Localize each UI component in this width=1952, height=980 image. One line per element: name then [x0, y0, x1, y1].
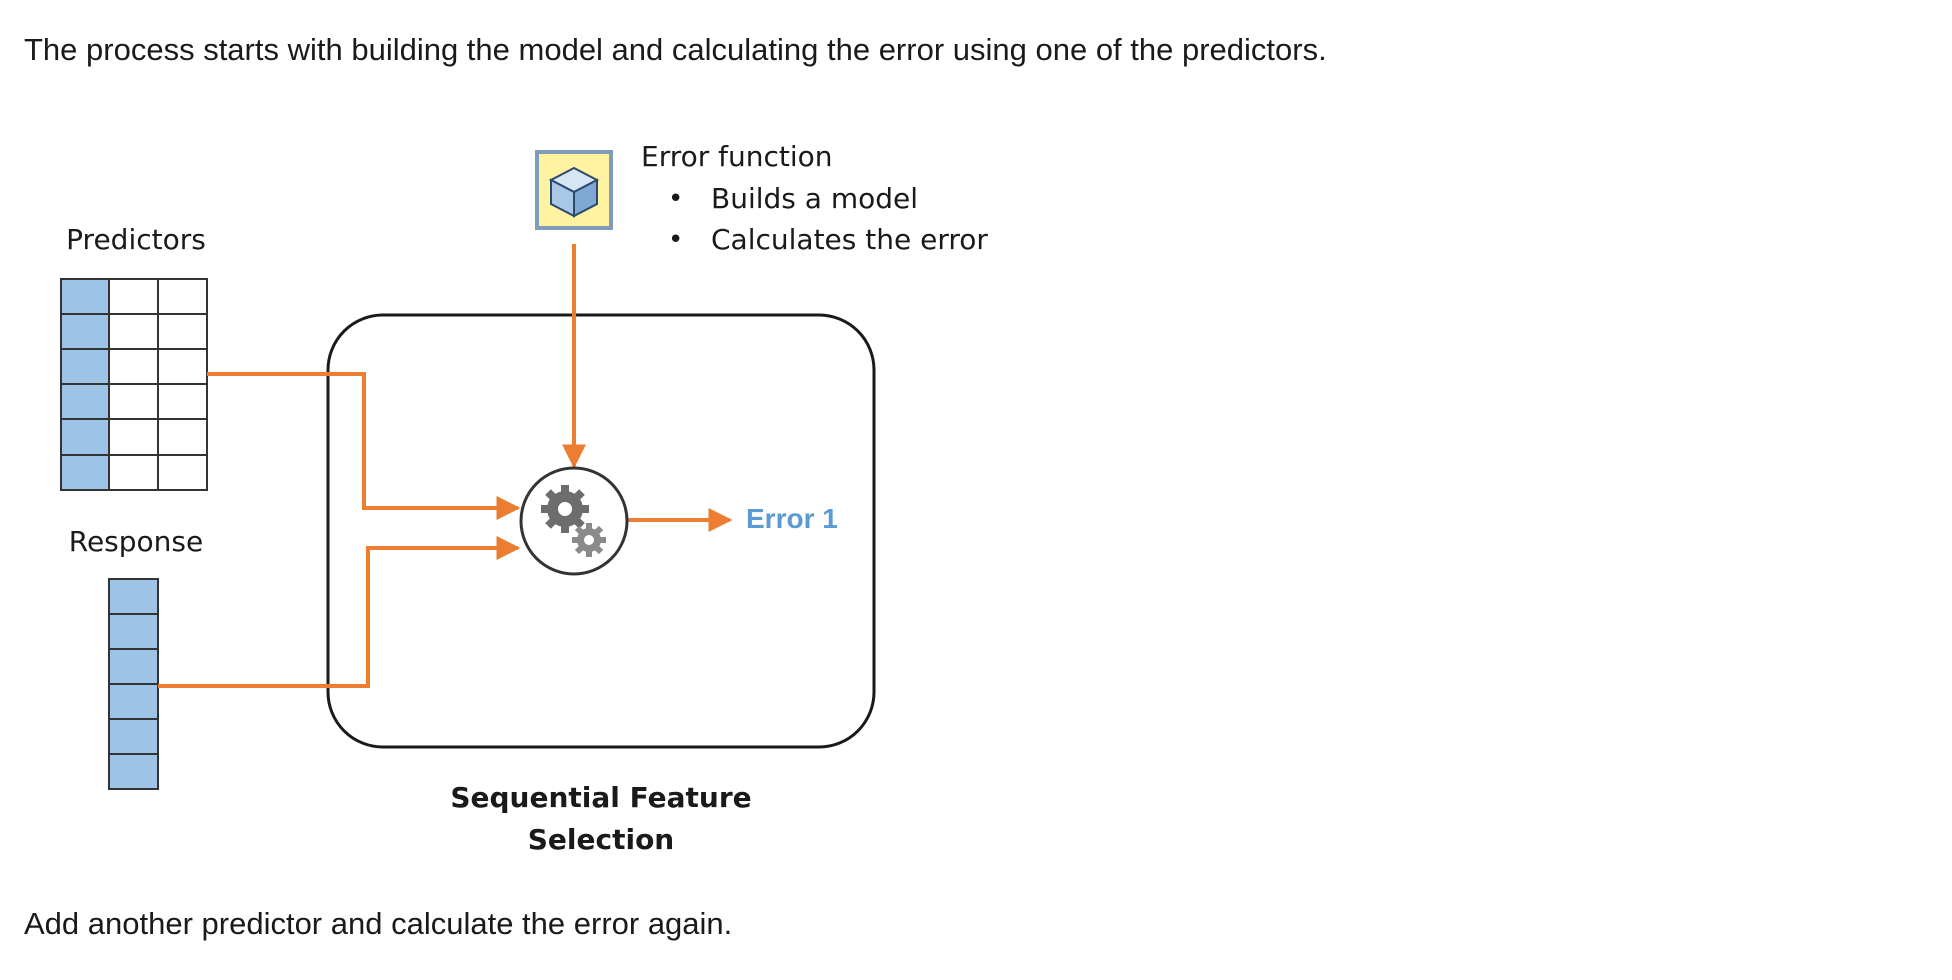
predictors-grid [60, 278, 208, 491]
response-column [108, 578, 159, 790]
response-label: Response [69, 525, 203, 558]
bullet-dot: • [668, 225, 683, 255]
arrow-predictors-to-model [207, 372, 521, 520]
predictors-label: Predictors [66, 223, 206, 256]
error-function-bullet: Builds a model [711, 182, 918, 215]
box-caption-line2: Selection [528, 823, 675, 856]
intro-paragraph: The process starts with building the mod… [24, 32, 1327, 67]
process-box [326, 313, 876, 749]
flow-arrows [158, 244, 733, 688]
outro-paragraph: Add another predictor and calculate the … [24, 906, 733, 941]
error-function-title: Error function [641, 140, 833, 173]
arrow-response-to-model [158, 536, 521, 688]
box-caption-line1: Sequential Feature [450, 781, 751, 814]
cube-icon [535, 150, 613, 230]
error-output-label: Error 1 [746, 503, 838, 534]
gears-icon [519, 466, 629, 576]
bullet-dot: • [668, 184, 683, 214]
error-function-bullet: Calculates the error [711, 223, 988, 256]
